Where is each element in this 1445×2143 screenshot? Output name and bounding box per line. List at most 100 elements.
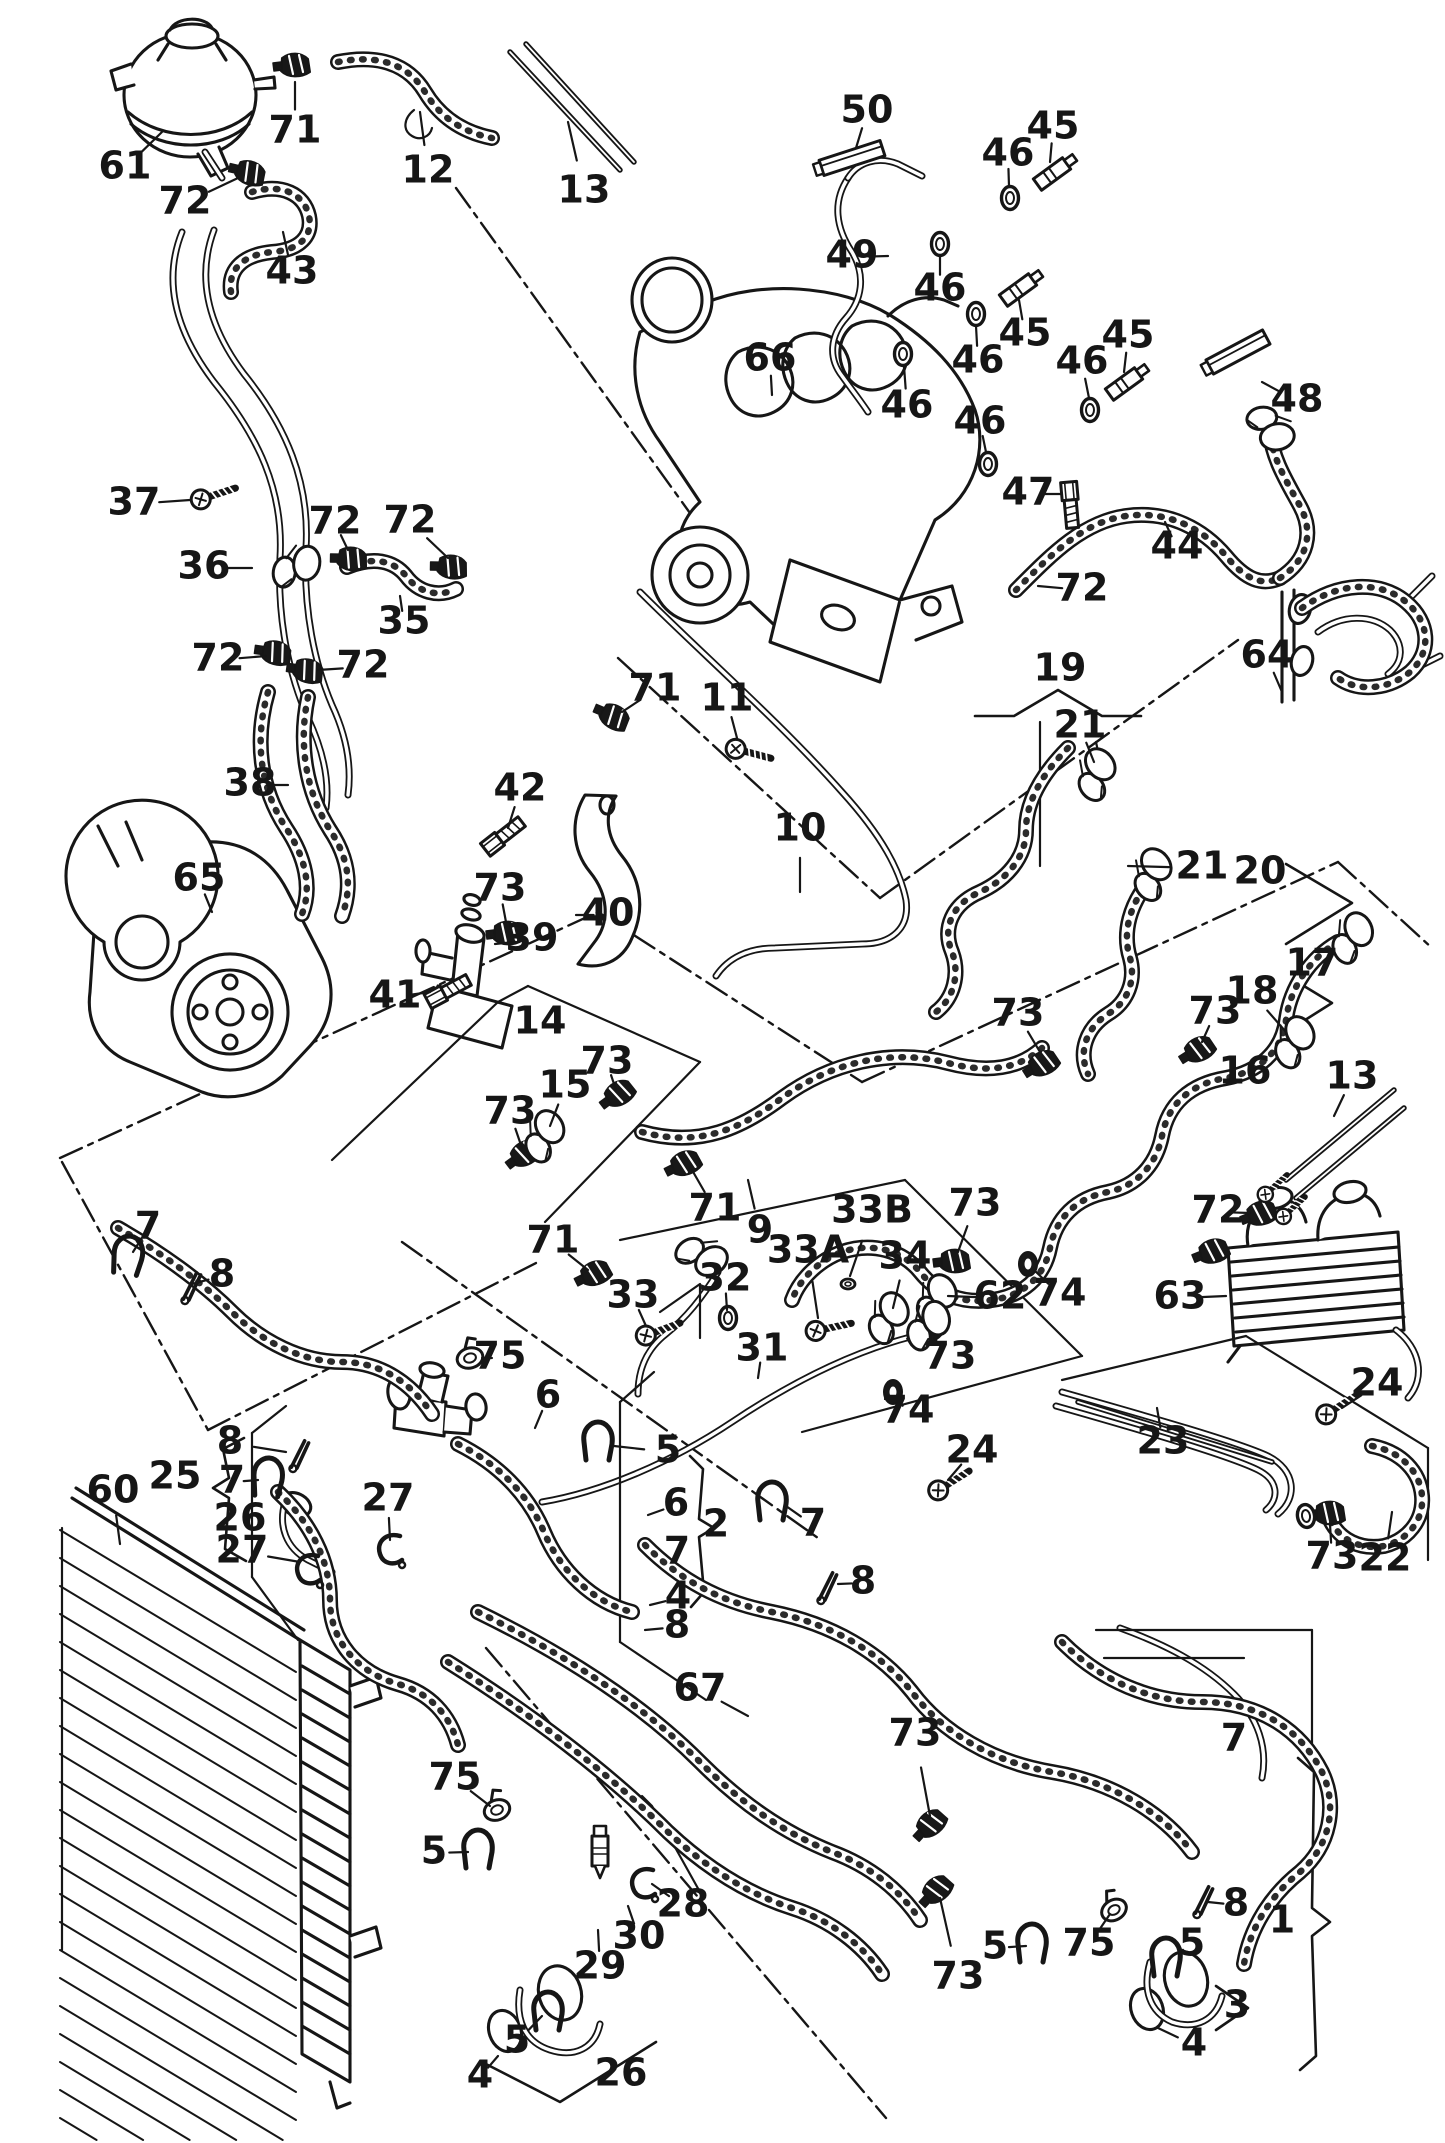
leader-line (1200, 1024, 1211, 1044)
leader-line (609, 1074, 618, 1092)
part-number-label: 26 (214, 1496, 267, 1540)
group-box-line (250, 1404, 288, 1435)
component-outline-path (414, 938, 432, 964)
hose-stipple (454, 1440, 636, 1616)
leader-line (646, 1508, 665, 1517)
leader-line (339, 534, 350, 552)
part-number-label: 47 (1002, 470, 1055, 514)
component-outline-path (464, 1392, 488, 1422)
hose-stipple (300, 693, 352, 920)
leader-line (506, 806, 516, 830)
part-number-label: 72 (192, 636, 245, 680)
leader-line (637, 1308, 648, 1328)
dash-dot-line (400, 1240, 820, 1540)
leader-line (514, 1127, 524, 1150)
leader-line (158, 498, 192, 504)
hose-stipple (114, 1224, 436, 1418)
leader-line (746, 1178, 756, 1210)
component-outline-path (300, 1664, 352, 2056)
part-number-label: 33 (607, 1273, 660, 1317)
leader-line (932, 1336, 944, 1351)
component-outline-path (668, 543, 732, 607)
group-box-line (543, 1060, 702, 1224)
leader-line (1032, 1268, 1050, 1285)
component-outline-path (156, 42, 228, 62)
coupling-icon (867, 1291, 910, 1346)
ring-icon (999, 184, 1021, 212)
leader-line (1199, 1294, 1228, 1299)
component-outline-path (1229, 1245, 1406, 1334)
part-number-label: 73 (949, 1181, 1002, 1225)
dash-dot-line (58, 910, 600, 1160)
part-number-label: 60 (87, 1468, 140, 1512)
leader-line (894, 1396, 904, 1407)
leader-line (720, 1700, 750, 1718)
part-number-label: 46 (952, 338, 1005, 382)
leader-line (848, 1239, 864, 1278)
part-number-label: 25 (149, 1454, 202, 1498)
leader-line (1085, 741, 1096, 764)
part-number-label: 22 (1359, 1536, 1412, 1580)
part-number-label: 4 (1181, 2021, 1207, 2065)
part-number-label: 72 (159, 179, 212, 223)
leader-line (1163, 520, 1173, 538)
bolt45-icon (997, 269, 1045, 308)
part-number-label: 4 (665, 1574, 691, 1618)
part-number-label: 8 (1223, 1881, 1249, 1925)
part-number-label: 71 (269, 108, 322, 152)
part-number-label: 26 (595, 2051, 648, 2095)
group-box-line (618, 1178, 907, 1242)
leader-line (1340, 1394, 1363, 1410)
component-outline-path (1332, 1179, 1368, 1205)
coupling-icon (1274, 1015, 1316, 1070)
leader-line (1332, 1094, 1345, 1118)
part-number-label: 8 (217, 1419, 243, 1463)
leader-line (448, 1850, 470, 1854)
clamp75-icon (482, 1788, 512, 1822)
component-outline-path (442, 1404, 474, 1436)
clamp75-icon (455, 1336, 485, 1370)
ring-icon (965, 300, 987, 328)
hose-stipple (1298, 583, 1429, 691)
leader-line (548, 1103, 560, 1128)
leader-line (131, 1237, 143, 1254)
part-number-label: 61 (99, 144, 152, 188)
leader-line (238, 654, 268, 660)
component-outline-path (328, 2080, 352, 2110)
component-outline-path (724, 345, 795, 418)
leader-line (956, 1225, 969, 1254)
screw-icon (634, 1319, 684, 1347)
component-outline-path (920, 595, 942, 617)
clamp-icon (429, 554, 468, 580)
part-number-label: 19 (1034, 646, 1087, 690)
part-number-label: 49 (826, 233, 879, 277)
component-outline-path (298, 1638, 352, 2084)
part-number-label: 66 (744, 336, 797, 380)
component-outline-path (454, 923, 486, 944)
clamp-icon (918, 1875, 955, 1909)
group-bracket (1284, 862, 1354, 946)
component-outline-path (686, 561, 714, 589)
component-outline-path (536, 1964, 584, 2022)
hose-stipple (274, 1488, 462, 1749)
part-number-label: 13 (558, 168, 611, 212)
leader-line (1272, 671, 1284, 694)
component-outline-path (650, 525, 750, 625)
leader-line (1231, 1211, 1252, 1215)
clamp-icon (285, 658, 324, 685)
hose-stipple (638, 1044, 1046, 1141)
leader-line (316, 667, 344, 672)
part-number-label: 12 (402, 148, 455, 192)
screw-icon (1315, 1391, 1361, 1426)
leader-line (207, 176, 240, 193)
hose-stipple (1012, 511, 1284, 594)
leader-line (1155, 1406, 1162, 1429)
group-box-line (618, 1640, 708, 1702)
hose-stipple (788, 938, 1342, 1305)
leader-line (252, 1445, 288, 1454)
group-box-line (903, 1178, 1084, 1358)
component-outline-path (191, 973, 269, 1051)
part-number-label: 65 (173, 856, 226, 900)
